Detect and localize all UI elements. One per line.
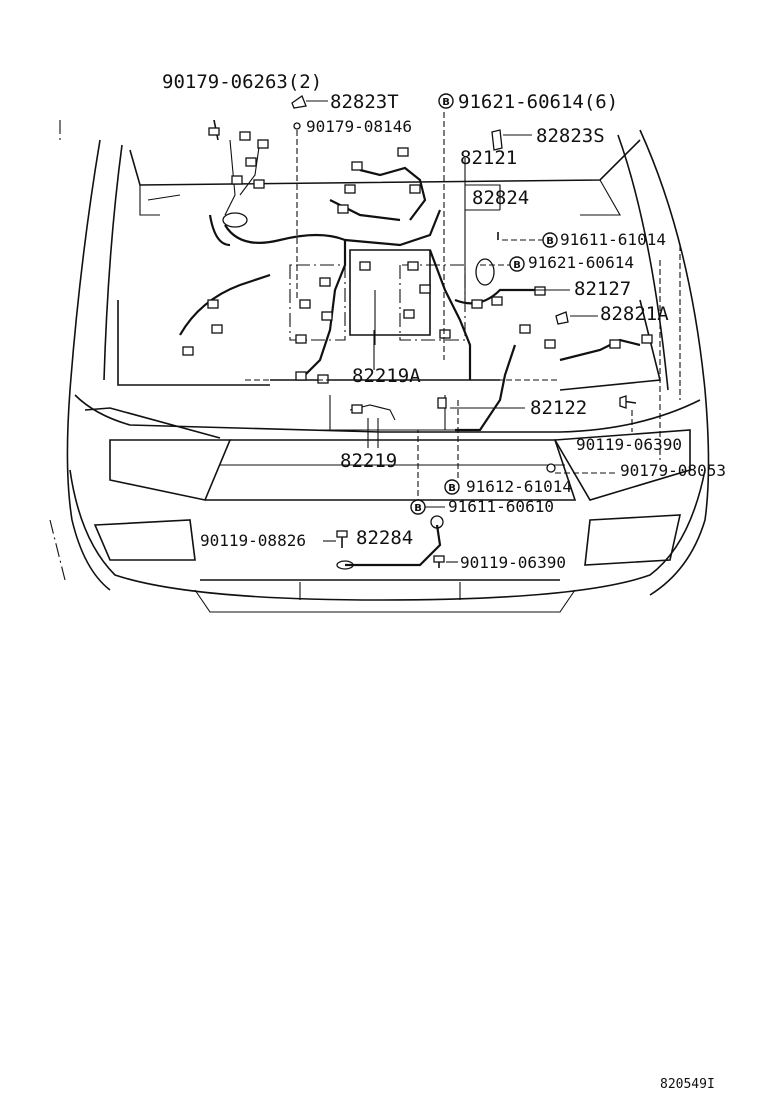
svg-text:B: B (414, 503, 422, 514)
bolt-marker-icon: B (438, 93, 454, 109)
callout-labels: 90179-06263(2) 82823T 91621-60614(6) 901… (162, 71, 726, 572)
callout-label: 82121 (460, 147, 517, 169)
callout-label: 82219 (340, 450, 397, 472)
callout-label: 90119-06390 (576, 435, 682, 454)
callout-label: 82823S (536, 125, 605, 147)
callout-label: 82127 (574, 278, 631, 300)
callout-label: 90119-06390 (460, 553, 566, 572)
svg-text:B: B (513, 260, 521, 271)
svg-text:B: B (442, 97, 450, 108)
figure-code: 820549I (660, 1077, 715, 1092)
callout-label: 90119-08826 (200, 531, 306, 550)
callout-label: 82824 (472, 187, 529, 209)
fastener-glyphs (208, 94, 637, 568)
bolt-marker-icons: B B B B B (410, 93, 558, 515)
callout-label: 82823T (330, 91, 399, 113)
bolt-marker-icon: B (509, 256, 525, 272)
leader-lines (245, 100, 681, 563)
callout-label: 82219A (352, 365, 421, 387)
callout-label: 82284 (356, 527, 413, 549)
vehicle-body-outline (49, 120, 710, 613)
callout-label: 90179-08146 (306, 117, 412, 136)
callout-label: 90179-06263(2) (162, 71, 322, 93)
callout-label: 82122 (530, 397, 587, 419)
callout-label: 91611-61014 (560, 230, 666, 249)
svg-text:B: B (546, 236, 554, 247)
bolt-marker-icon: B (444, 479, 460, 495)
callout-label: 91621-60614(6) (458, 91, 618, 113)
svg-text:B: B (448, 483, 456, 494)
callout-label: 91611-60610 (448, 497, 554, 516)
bolt-marker-icon: B (410, 499, 426, 515)
engine-block (289, 249, 466, 431)
connectors (182, 131, 653, 570)
callout-label: 91612-61014 (466, 477, 572, 496)
callout-label: 90179-08053 (620, 461, 726, 480)
callout-label: 82821A (600, 303, 669, 325)
callout-label: 91621-60614 (528, 253, 634, 272)
bolt-marker-icon: B (542, 232, 558, 248)
